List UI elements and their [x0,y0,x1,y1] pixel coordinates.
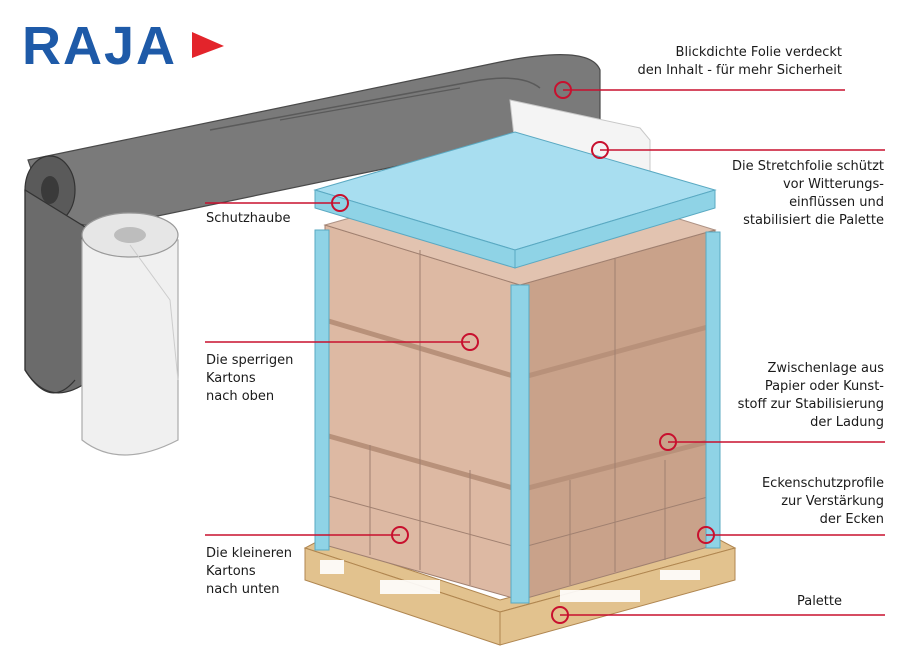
label-line: Blickdichte Folie verdeckt [675,45,842,60]
corner-protectors [314,229,721,604]
protective-hood [313,131,717,269]
raja-logo: RAJA [22,16,224,76]
label-stretch-film: Die Stretchfolie schützt vor Witterungs-… [732,158,884,230]
label-line: Kartons [206,564,256,579]
label-line: Schutzhaube [206,211,291,226]
label-corner-protectors: Eckenschutzprofile zur Verstärkung der E… [762,475,884,529]
label-line: zur Verstärkung [781,494,884,509]
label-line: stabilisiert die Palette [743,213,884,228]
label-line: Die sperrigen [206,353,294,368]
logo-text: RAJA [22,16,177,76]
logo-accent-icon [192,32,224,58]
label-line: der Ladung [810,415,884,430]
label-line: Zwischenlage aus [767,361,885,376]
label-interlayer: Zwischenlage aus Papier oder Kunst- stof… [738,360,884,432]
label-small-cartons: Die kleineren Kartons nach unten [206,545,292,599]
callout-lines [205,81,885,624]
label-pallet: Palette [797,593,842,611]
label-line: Eckenschutzprofile [761,476,884,491]
label-line: den Inhalt - für mehr Sicherheit [637,63,842,78]
label-bulky-cartons: Die sperrigen Kartons nach oben [206,352,293,406]
label-line: vor Witterungs- [782,177,884,192]
label-line: einflüssen und [789,195,884,210]
label-hood: Schutzhaube [206,210,291,228]
opaque-film-roll [24,54,601,394]
label-line: Die Stretchfolie schützt [732,159,884,174]
label-line: nach unten [206,582,280,597]
label-line: nach oben [206,389,275,404]
label-line: stoff zur Stabilisierung [737,397,884,412]
label-opaque-film: Blickdichte Folie verdeckt den Inhalt - … [637,44,842,80]
label-line: Palette [796,594,842,609]
label-line: Die kleineren [206,546,293,561]
label-line: Kartons [206,371,256,386]
label-line: Papier oder Kunst- [764,379,884,394]
label-line: der Ecken [819,512,884,527]
